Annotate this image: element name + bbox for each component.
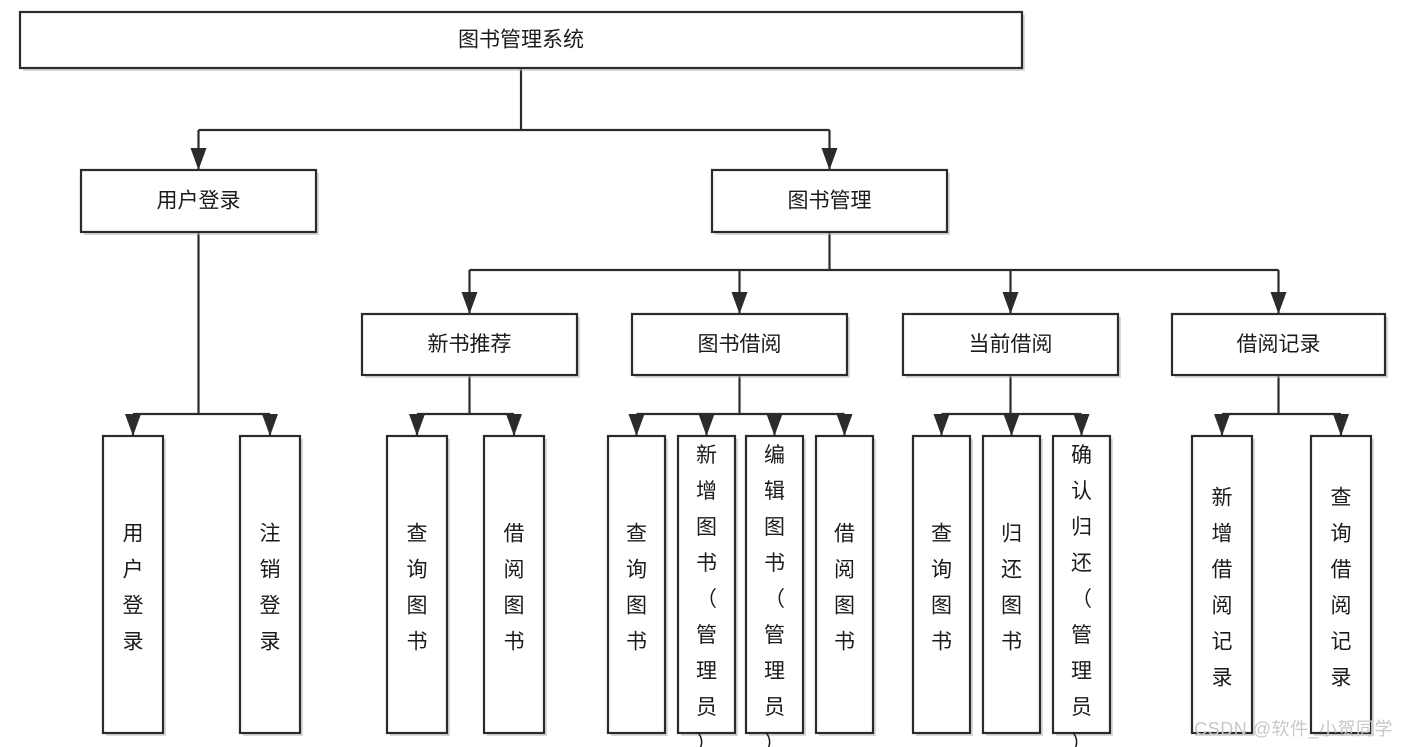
arrow-head-icon xyxy=(125,414,141,436)
node-box[interactable] xyxy=(385,434,449,735)
node-box[interactable] xyxy=(482,434,546,735)
node-borrow-edit-book[interactable]: 编辑图书（管理员） xyxy=(744,434,806,747)
arrow-head-icon xyxy=(1214,414,1230,436)
arrow-head-icon xyxy=(836,414,853,436)
node-user-logout[interactable]: 注销登录 xyxy=(238,434,303,736)
node-box[interactable] xyxy=(630,312,849,377)
arrow-head-icon xyxy=(698,414,715,436)
node-user-login[interactable]: 用户登录 xyxy=(79,168,319,235)
node-label: 借阅记录 xyxy=(1237,333,1321,356)
node-current-confirm-return[interactable]: 确认归还（管理员） xyxy=(1051,434,1113,747)
arrow-head-icon xyxy=(409,414,425,436)
node-box[interactable] xyxy=(901,312,1120,377)
node-label: 查询借阅记录 xyxy=(1331,487,1352,690)
node-box[interactable] xyxy=(79,168,318,234)
node-label: 借阅图书 xyxy=(504,523,525,654)
edge-layer xyxy=(125,68,1349,436)
node-label: 用户登录 xyxy=(157,190,241,213)
node-borrow-query-book[interactable]: 查询图书 xyxy=(606,434,668,736)
node-box[interactable] xyxy=(710,168,949,234)
arrow-head-icon xyxy=(628,414,645,436)
node-label: 查询图书 xyxy=(931,523,952,654)
node-label: 编辑图书（管理员） xyxy=(764,444,785,747)
node-box[interactable] xyxy=(814,434,875,735)
arrow-head-icon xyxy=(1003,414,1020,436)
node-book-manage[interactable]: 图书管理 xyxy=(710,168,950,235)
node-box[interactable] xyxy=(1051,434,1112,735)
node-borrow-borrow-book[interactable]: 借阅图书 xyxy=(814,434,876,736)
node-label: 借阅图书 xyxy=(834,523,855,654)
node-label: 查询图书 xyxy=(407,523,428,654)
node-box[interactable] xyxy=(360,312,579,377)
arrow-head-icon xyxy=(821,148,838,170)
arrow-head-icon xyxy=(461,292,478,314)
node-label: 查询图书 xyxy=(626,523,647,654)
node-box[interactable] xyxy=(676,434,737,735)
node-root[interactable]: 图书管理系统 xyxy=(18,10,1025,71)
node-record-add[interactable]: 新增借阅记录 xyxy=(1190,434,1255,736)
arrow-head-icon xyxy=(506,414,522,436)
node-label: 新增借阅记录 xyxy=(1212,487,1233,690)
arrow-head-icon xyxy=(1073,414,1090,436)
node-new-book-recommend[interactable]: 新书推荐 xyxy=(360,312,580,378)
node-recommend-query-book[interactable]: 查询图书 xyxy=(385,434,450,736)
node-recommend-borrow-book[interactable]: 借阅图书 xyxy=(482,434,547,736)
node-box[interactable] xyxy=(101,434,165,735)
node-borrow-add-book[interactable]: 新增图书（管理员） xyxy=(676,434,738,747)
node-layer: 图书管理系统用户登录用户登录注销登录图书管理新书推荐查询图书借阅图书图书借阅查询… xyxy=(18,10,1388,747)
node-label: 当前借阅 xyxy=(969,333,1053,356)
node-box[interactable] xyxy=(981,434,1042,735)
node-label: 图书管理 xyxy=(788,190,872,213)
node-box[interactable] xyxy=(911,434,972,735)
node-label: 新增图书（管理员） xyxy=(696,444,717,747)
node-current-return-book[interactable]: 归还图书 xyxy=(981,434,1043,736)
csdn-watermark: CSDN @软件_小贺同学 xyxy=(1194,719,1393,739)
node-current-query-book[interactable]: 查询图书 xyxy=(911,434,973,736)
arrow-head-icon xyxy=(933,414,950,436)
arrow-head-icon xyxy=(1333,414,1349,436)
node-box[interactable] xyxy=(1170,312,1387,377)
node-label: 注销登录 xyxy=(260,523,281,654)
arrow-head-icon xyxy=(731,292,748,314)
arrow-head-icon xyxy=(766,414,783,436)
node-box[interactable] xyxy=(744,434,805,735)
node-box[interactable] xyxy=(606,434,667,735)
node-box[interactable] xyxy=(18,10,1024,70)
node-label: 图书借阅 xyxy=(698,333,782,356)
arrow-head-icon xyxy=(190,148,207,170)
node-box[interactable] xyxy=(1190,434,1254,735)
arrow-head-icon xyxy=(1002,292,1019,314)
node-user-login-do[interactable]: 用户登录 xyxy=(101,434,166,736)
arrow-head-icon xyxy=(1270,292,1287,314)
node-box[interactable] xyxy=(238,434,302,735)
node-current-borrow[interactable]: 当前借阅 xyxy=(901,312,1121,378)
node-label: 新书推荐 xyxy=(428,333,512,356)
node-book-borrow[interactable]: 图书借阅 xyxy=(630,312,850,378)
node-label: 归还图书 xyxy=(1001,523,1022,654)
node-record-query[interactable]: 查询借阅记录 xyxy=(1309,434,1374,736)
node-label: 确认归还（管理员） xyxy=(1071,444,1092,747)
node-label: 用户登录 xyxy=(123,523,144,654)
node-box[interactable] xyxy=(1309,434,1373,735)
node-label: 图书管理系统 xyxy=(458,29,584,52)
arrow-head-icon xyxy=(262,414,278,436)
node-borrow-record[interactable]: 借阅记录 xyxy=(1170,312,1388,378)
